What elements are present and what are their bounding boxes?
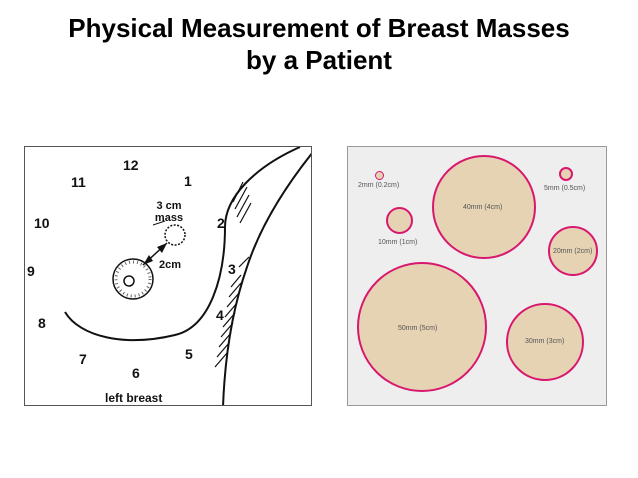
distance-arrowhead-near (143, 255, 153, 265)
clock-position-3: 3 (228, 261, 236, 277)
clock-position-4: 4 (216, 307, 224, 323)
label-30mm: 30mm (3cm) (525, 338, 565, 345)
clock-position-9: 9 (27, 263, 35, 279)
breast-caption: left breast (105, 391, 163, 405)
mass-size-word: mass (154, 212, 184, 224)
circle-30mm (506, 303, 584, 381)
clock-position-2: 2 (217, 215, 225, 231)
clock-position-5: 5 (185, 346, 193, 362)
breast-contour-line (64, 147, 301, 341)
clock-position-11: 11 (71, 174, 86, 190)
circle-50mm (357, 262, 487, 392)
circle-40mm (432, 155, 536, 259)
circle-2mm (375, 171, 384, 180)
mass-size-value: 3 cm (156, 200, 182, 212)
breast-outline-drawing (64, 147, 311, 405)
breast-clock-diagram: 12 1 2 3 4 5 6 7 8 9 10 11 3 cm mass 2cm… (24, 146, 312, 406)
distance-arrowhead-far (157, 243, 167, 253)
clock-position-8: 8 (38, 315, 46, 331)
clock-position-10: 10 (34, 215, 50, 231)
circle-20mm (548, 226, 598, 276)
label-50mm: 50mm (5cm) (398, 325, 438, 332)
areola-dots (114, 260, 152, 298)
clock-position-1: 1 (184, 173, 192, 189)
clock-position-7: 7 (79, 351, 87, 367)
size-reference-chart: 2mm (0.2cm) 40mm (4cm) 5mm (0.5cm) 10mm … (347, 146, 607, 406)
circle-10mm (386, 207, 413, 234)
slide-title: Physical Measurement of Breast Masses by… (0, 12, 638, 76)
chest-wall-hatching (214, 256, 250, 368)
title-line-1: Physical Measurement of Breast Masses (68, 13, 570, 43)
mass-dimension-tick (152, 220, 166, 226)
title-line-2: by a Patient (246, 45, 392, 75)
distance-label: 2cm (159, 259, 182, 271)
circle-5mm (559, 167, 573, 181)
clock-position-6: 6 (132, 365, 140, 381)
label-10mm: 10mm (1cm) (378, 239, 418, 246)
chest-wall-line (222, 152, 311, 405)
mass-mark (164, 224, 186, 246)
label-5mm: 5mm (0.5cm) (544, 185, 586, 192)
mass-size-label: 3 cm mass (149, 200, 189, 224)
label-20mm: 20mm (2cm) (553, 248, 593, 255)
label-2mm: 2mm (0.2cm) (358, 182, 400, 189)
armpit-hatching (232, 181, 252, 224)
clock-position-12: 12 (123, 157, 139, 173)
label-40mm: 40mm (4cm) (463, 204, 503, 211)
nipple (123, 275, 135, 287)
